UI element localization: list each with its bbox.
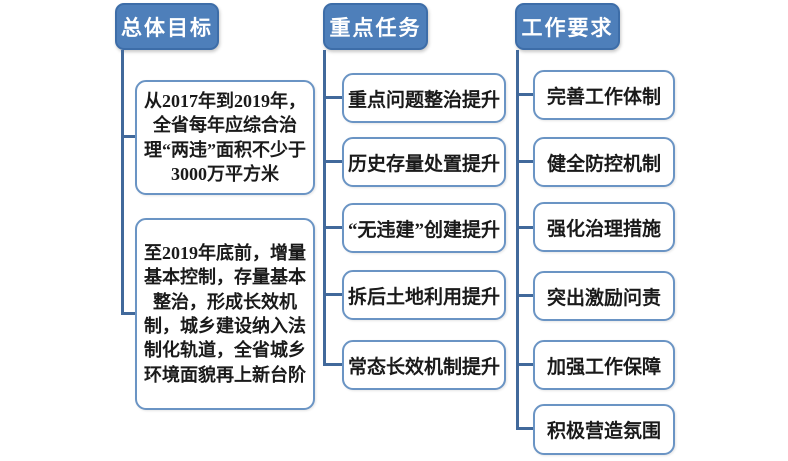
requirement-box-5: 加强工作保障 [533,340,675,390]
connector-line [323,226,342,229]
connector-line [121,135,135,138]
connector-line [323,50,326,366]
connector-line [323,160,342,163]
task-box-4: 拆后土地利用提升 [342,270,506,320]
task-box-5: 常态长效机制提升 [342,340,506,390]
connector-line [516,427,533,430]
task-box-3: “无违建”创建提升 [342,203,506,253]
requirement-box-6: 积极营造氛围 [533,404,675,455]
connector-line [516,226,533,229]
connector-line [323,363,342,366]
connector-line [323,96,342,99]
goal-box-2: 至2019年底前，增量基本控制，存量基本整治，形成长效机制，城乡建设纳入法制化轨… [135,218,315,410]
header-work-requirements: 工作要求 [515,3,620,50]
requirement-box-2: 健全防控机制 [533,137,675,187]
goal-box-1: 从2017年到2019年，全省每年应综合治理“两违”面积不少于3000万平方米 [135,80,315,195]
header-overall-goal: 总体目标 [115,3,219,50]
connector-line [121,50,124,314]
header-key-tasks: 重点任务 [323,3,428,50]
requirement-box-1: 完善工作体制 [533,70,675,120]
connector-line [121,312,135,315]
connector-line [323,293,342,296]
connector-line [516,363,533,366]
connector-line [516,50,519,430]
connector-line [516,93,533,96]
task-box-2: 历史存量处置提升 [342,137,506,187]
connector-line [516,294,533,297]
task-box-1: 重点问题整治提升 [342,73,506,123]
requirement-box-3: 强化治理措施 [533,202,675,252]
requirement-box-4: 突出激励问责 [533,271,675,321]
connector-line [516,160,533,163]
